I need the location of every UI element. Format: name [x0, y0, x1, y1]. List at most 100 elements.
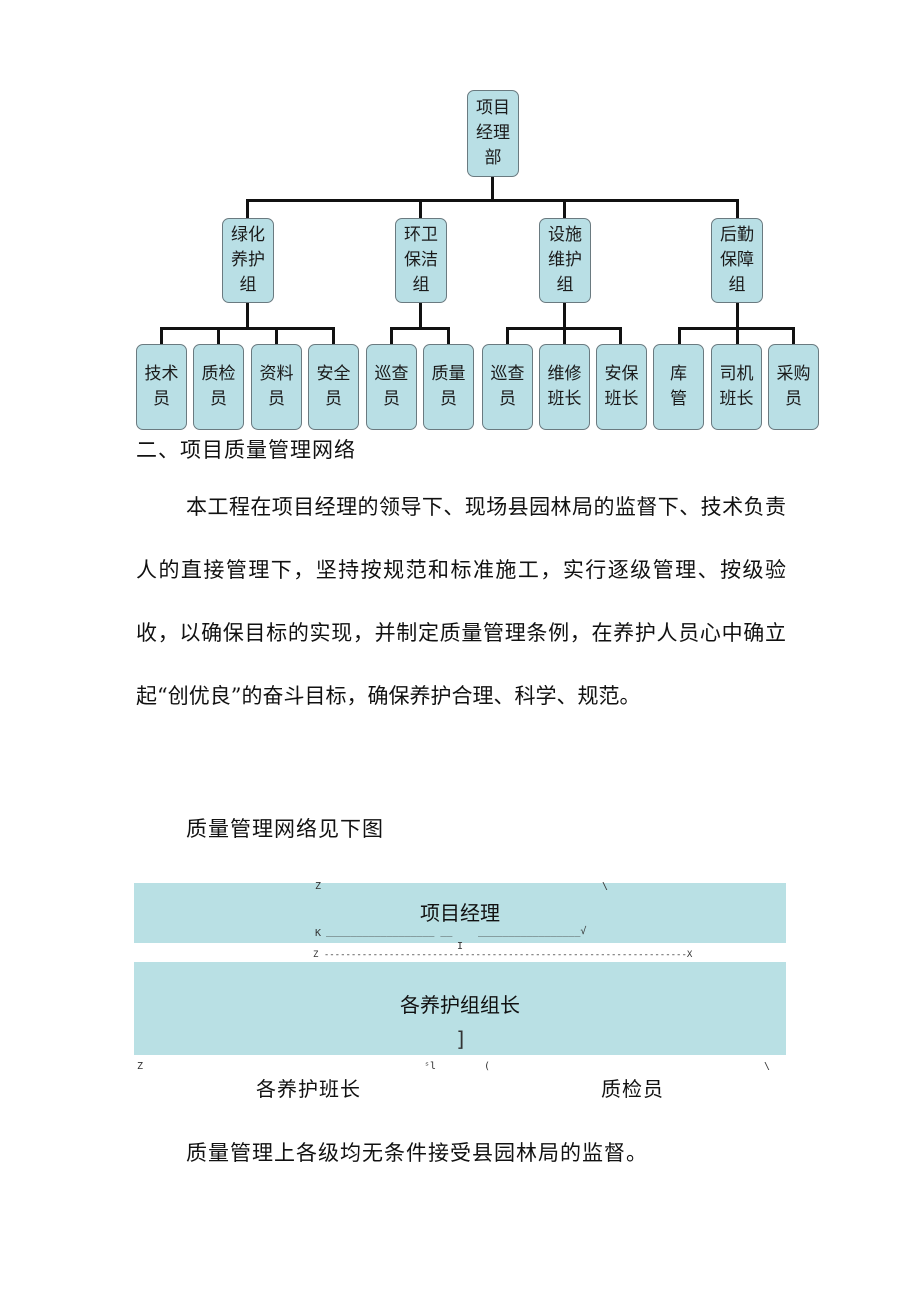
org-member-box: 技术员 — [136, 344, 187, 430]
org-root-box: 项目 经理 部 — [467, 90, 519, 177]
connector-group-2-down — [419, 302, 422, 329]
org-member-line: 巡查 — [374, 364, 409, 384]
org-group-line: 维护 — [548, 250, 582, 270]
org-member-box: 巡查员 — [366, 344, 417, 430]
org-group-line: 组 — [728, 275, 746, 295]
org-member-line: 技术 — [144, 364, 179, 384]
connector-group-4-m2 — [736, 327, 739, 345]
org-member-line: 巡查 — [490, 364, 525, 384]
org-member-line: 员 — [383, 389, 400, 409]
connector-to-group-3 — [563, 199, 566, 219]
body-paragraph: 本工程在项目经理的领导下、现场县园林局的监督下、技术负责人的直接管理下，坚持按规… — [136, 495, 786, 708]
org-member-box: 司机班长 — [711, 344, 762, 430]
network-middle-label: 各养护组组长 — [400, 993, 520, 1017]
closing-sentence: 质量管理上各级均无条件接受县园林局的监督。 — [186, 1141, 648, 1165]
org-group-line: 组 — [412, 275, 430, 295]
org-group-line: 组 — [556, 275, 574, 295]
artifact-mark: Z — [137, 1061, 144, 1072]
connector-group-4-down — [736, 302, 739, 329]
connector-to-group-2 — [419, 199, 422, 219]
artifact-mark: Z — [315, 881, 322, 892]
org-member-box: 巡查员 — [482, 344, 533, 430]
org-member-box: 安全员 — [308, 344, 359, 430]
org-member-line: 员 — [785, 389, 802, 409]
org-member-line: 管 — [670, 389, 687, 409]
org-member-box: 资料员 — [251, 344, 302, 430]
connector-group-1-m1 — [160, 327, 163, 345]
connector-group-3-down — [563, 302, 566, 329]
org-member-box: 质检员 — [193, 344, 244, 430]
org-member-box: 采购员 — [768, 344, 819, 430]
org-group-line: 后勤 — [720, 225, 754, 245]
org-member-line: 班长 — [719, 389, 754, 409]
org-member-box: 维修班长 — [539, 344, 590, 430]
connector-group-2-m2 — [447, 327, 450, 345]
org-group-line: 环卫 — [404, 225, 438, 245]
connector-to-group-1 — [246, 199, 249, 219]
connector-group-3-m3 — [619, 327, 622, 345]
org-member-line: 维修 — [547, 364, 582, 384]
connector-group-1-m2 — [217, 327, 220, 345]
artifact-dashed-line: Z --------------------------------------… — [313, 950, 693, 960]
connector-group-3-m2 — [563, 327, 566, 345]
org-group-box-3: 设施 维护 组 — [539, 218, 591, 303]
org-group-box-1: 绿化 养护 组 — [222, 218, 274, 303]
org-member-line: 员 — [325, 389, 342, 409]
org-group-line: 保障 — [720, 250, 754, 270]
org-group-line: 保洁 — [404, 250, 438, 270]
network-middle-band — [134, 962, 786, 1055]
connector-level1-bar — [246, 199, 739, 202]
org-member-line: 员 — [440, 389, 457, 409]
connector-group-1-m3 — [275, 327, 278, 345]
artifact-mark: ˢl — [424, 1061, 437, 1072]
artifact-mark: \ — [602, 881, 609, 892]
org-member-line: 安全 — [316, 364, 351, 384]
org-member-line: 资料 — [259, 364, 294, 384]
org-member-box: 库管 — [653, 344, 704, 430]
connector-to-group-4 — [736, 199, 739, 219]
org-root-line: 项目 — [476, 98, 510, 118]
org-member-box: 质量员 — [423, 344, 474, 430]
connector-group-2-m1 — [390, 327, 393, 345]
artifact-underline: __________________ __ — [326, 926, 453, 937]
artifact-mark: I — [457, 941, 464, 952]
org-member-line: 安保 — [604, 364, 639, 384]
org-group-line: 绿化 — [231, 225, 265, 245]
org-member-line: 员 — [210, 389, 227, 409]
org-member-line: 员 — [153, 389, 170, 409]
org-root-line: 经理 — [476, 123, 510, 143]
org-group-line: 组 — [239, 275, 257, 295]
org-member-line: 班长 — [604, 389, 639, 409]
connector-group-4-m3 — [792, 327, 795, 345]
org-member-line: 司机 — [719, 364, 754, 384]
network-caption: 质量管理网络见下图 — [186, 817, 384, 841]
connector-root-down — [491, 176, 494, 201]
org-member-line: 质检 — [201, 364, 236, 384]
connector-group-1-down — [246, 302, 249, 329]
network-bottom-left-label: 各养护班长 — [256, 1077, 361, 1101]
section-heading: 二、项目质量管理网络 — [136, 438, 356, 462]
org-member-line: 员 — [499, 389, 516, 409]
artifact-mark: ( — [484, 1061, 491, 1072]
org-member-line: 员 — [268, 389, 285, 409]
network-bottom-right-label: 质检员 — [601, 1077, 664, 1101]
org-group-line: 设施 — [548, 225, 582, 245]
org-group-box-2: 环卫 保洁 组 — [395, 218, 447, 303]
connector-group-4-m1 — [678, 327, 681, 345]
org-member-line: 采购 — [776, 364, 811, 384]
connector-group-1-m4 — [332, 327, 335, 345]
artifact-mark: \ — [764, 1061, 771, 1072]
org-member-line: 质量 — [431, 364, 466, 384]
connector-group-3-m1 — [506, 327, 509, 345]
network-top-label: 项目经理 — [420, 901, 500, 925]
org-root-line: 部 — [484, 148, 502, 168]
org-member-line: 库 — [670, 364, 687, 384]
artifact-bracket: ] — [455, 1027, 468, 1051]
org-member-box: 安保班长 — [596, 344, 647, 430]
artifact-mark: K — [315, 928, 322, 939]
connector-group-2-bar — [390, 327, 450, 330]
org-group-box-4: 后勤 保障 组 — [711, 218, 763, 303]
org-group-line: 养护 — [231, 250, 265, 270]
network-top-band — [134, 883, 786, 943]
connector-group-1-bar — [160, 327, 335, 330]
